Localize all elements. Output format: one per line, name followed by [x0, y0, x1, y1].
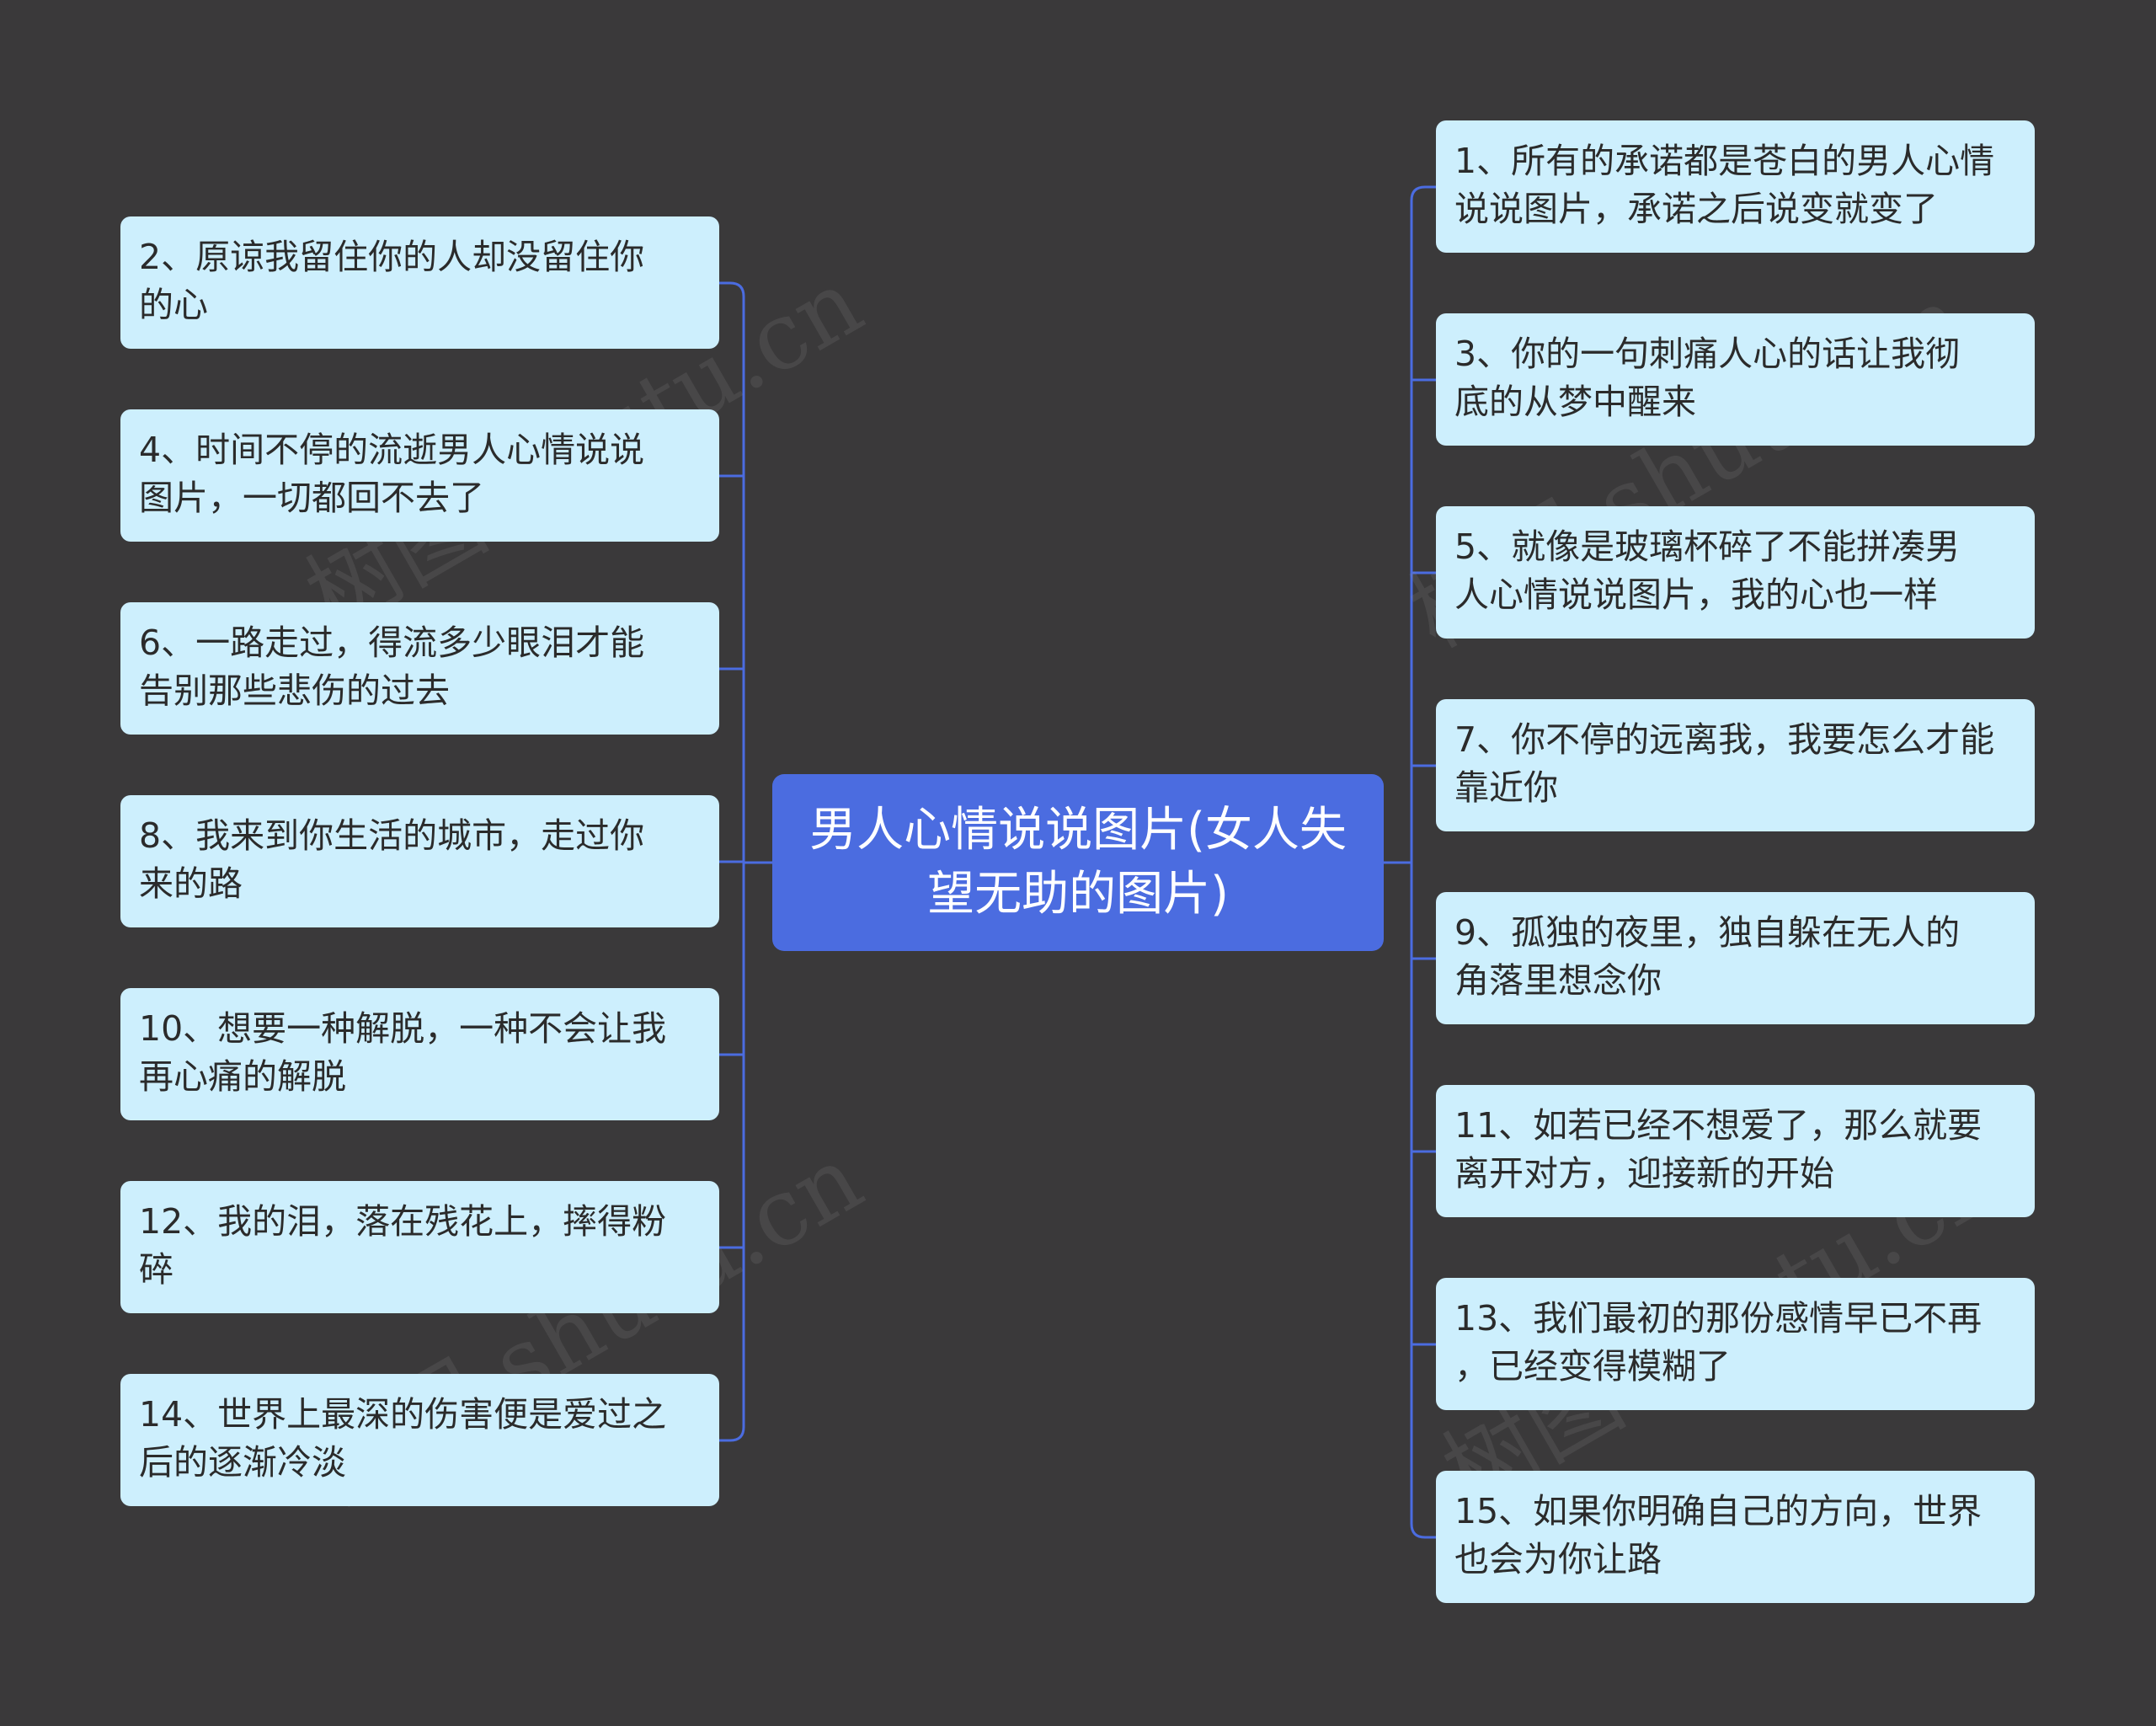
topic-label: 7、你不停的远离我，我要怎么才能 靠近你: [1454, 719, 1995, 808]
topic-node-10[interactable]: 10、想要一种解脱，一种不会让我 再心痛的解脱: [120, 988, 719, 1120]
central-topic-label: 男人心情说说图片(女人失 望无助的图片): [809, 803, 1347, 922]
topic-node-2[interactable]: 2、原谅我留住你的人却没留住你 的心: [120, 216, 719, 349]
topic-label: 12、我的泪，落在残花上，摔得粉 碎: [139, 1201, 667, 1290]
topic-node-6[interactable]: 6、一路走过，得流多少眼泪才能 告别那些悲伤的过去: [120, 602, 719, 735]
topic-label: 14、世界上最深的伤害便是爱过之 后的逐渐冷淡: [139, 1394, 667, 1483]
topic-label: 8、我来到你生活的城市，走过你 来的路: [139, 815, 645, 904]
topic-label: 11、如若已经不想爱了，那么就要 离开对方，迎接新的开始: [1454, 1105, 1983, 1194]
connector-branch-right: [1410, 1523, 1436, 1539]
topic-node-9[interactable]: 9、孤独的夜里，独自躲在无人的 角落里想念你: [1436, 892, 2035, 1024]
topic-node-12[interactable]: 12、我的泪，落在残花上，摔得粉 碎: [120, 1181, 719, 1313]
topic-label: 6、一路走过，得流多少眼泪才能 告别那些悲伤的过去: [139, 623, 645, 711]
topic-label: 13、我们最初的那份感情早已不再 ，已经变得模糊了: [1454, 1298, 1983, 1387]
topic-node-5[interactable]: 5、就像是玻璃杯碎了不能拼凑男 人心情说说图片，我的心也一样: [1436, 506, 2035, 639]
topic-node-13[interactable]: 13、我们最初的那份感情早已不再 ，已经变得模糊了: [1436, 1278, 2035, 1410]
topic-node-4[interactable]: 4、时间不停的流逝男人心情说说 图片，一切都回不去了: [120, 409, 719, 542]
central-topic[interactable]: 男人心情说说图片(女人失 望无助的图片): [772, 774, 1384, 951]
topic-label: 9、孤独的夜里，独自躲在无人的 角落里想念你: [1454, 912, 1961, 1001]
topic-label: 2、原谅我留住你的人却没留住你 的心: [139, 237, 645, 325]
topic-node-7[interactable]: 7、你不停的远离我，我要怎么才能 靠近你: [1436, 699, 2035, 831]
topic-label: 15、如果你明确自己的方向，世界 也会为你让路: [1454, 1491, 1983, 1579]
topic-node-11[interactable]: 11、如若已经不想爱了，那么就要 离开对方，迎接新的开始: [1436, 1085, 2035, 1217]
topic-label: 10、想要一种解脱，一种不会让我 再心痛的解脱: [139, 1008, 667, 1097]
topic-node-8[interactable]: 8、我来到你生活的城市，走过你 来的路: [120, 795, 719, 927]
topic-label: 1、所有的承诺都是苍白的男人心情 说说图片，承诺之后说变就变了: [1454, 141, 1995, 229]
connector-branch-right: [1410, 185, 1436, 201]
topic-label: 3、你的一句刺痛人心的话让我彻 底的从梦中醒来: [1454, 334, 1961, 422]
topic-label: 5、就像是玻璃杯碎了不能拼凑男 人心情说说图片，我的心也一样: [1454, 526, 1961, 615]
topic-node-14[interactable]: 14、世界上最深的伤害便是爱过之 后的逐渐冷淡: [120, 1374, 719, 1506]
connector-branch-left: [719, 281, 745, 297]
topic-node-1[interactable]: 1、所有的承诺都是苍白的男人心情 说说图片，承诺之后说变就变了: [1436, 120, 2035, 253]
topic-node-15[interactable]: 15、如果你明确自己的方向，世界 也会为你让路: [1436, 1471, 2035, 1603]
topic-label: 4、时间不停的流逝男人心情说说 图片，一切都回不去了: [139, 430, 645, 518]
topic-node-3[interactable]: 3、你的一句刺痛人心的话让我彻 底的从梦中醒来: [1436, 313, 2035, 446]
connector-branch-left: [719, 1426, 745, 1442]
